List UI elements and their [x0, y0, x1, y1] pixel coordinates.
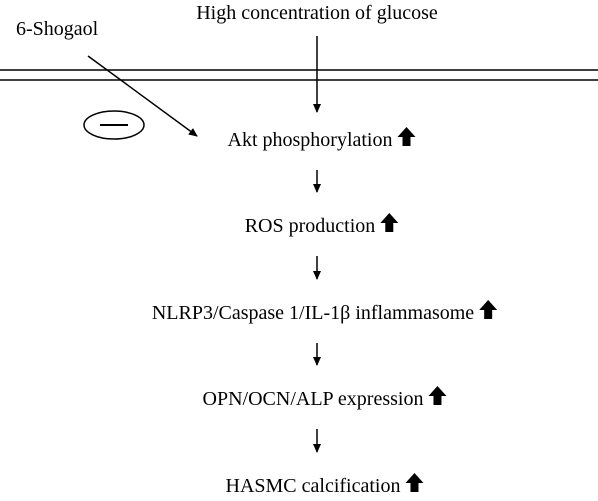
step-label-5: HASMC calcification: [226, 475, 401, 497]
inhibition-symbol: [83, 110, 145, 140]
step-label-4: OPN/OCN/ALP expression: [203, 388, 424, 410]
step-label-1: Akt phosphorylation: [228, 129, 393, 151]
stimulus-label: High concentration of glucose: [196, 2, 438, 24]
up-arrow-icon: [479, 300, 498, 319]
step-label-2: ROS production: [245, 215, 376, 237]
inhibitor-arrow: [87, 55, 198, 137]
up-arrow-icon: [428, 386, 447, 405]
step-label-3: NLRP3/Caspase 1/IL-1β inflammasome: [152, 302, 474, 324]
up-arrow-icon: [380, 213, 399, 232]
inhibition-ellipse: [83, 110, 145, 140]
up-arrow-icon: [397, 127, 416, 146]
inhibitor-label: 6-Shogaol: [16, 18, 99, 40]
up-arrow-icon: [405, 473, 424, 492]
